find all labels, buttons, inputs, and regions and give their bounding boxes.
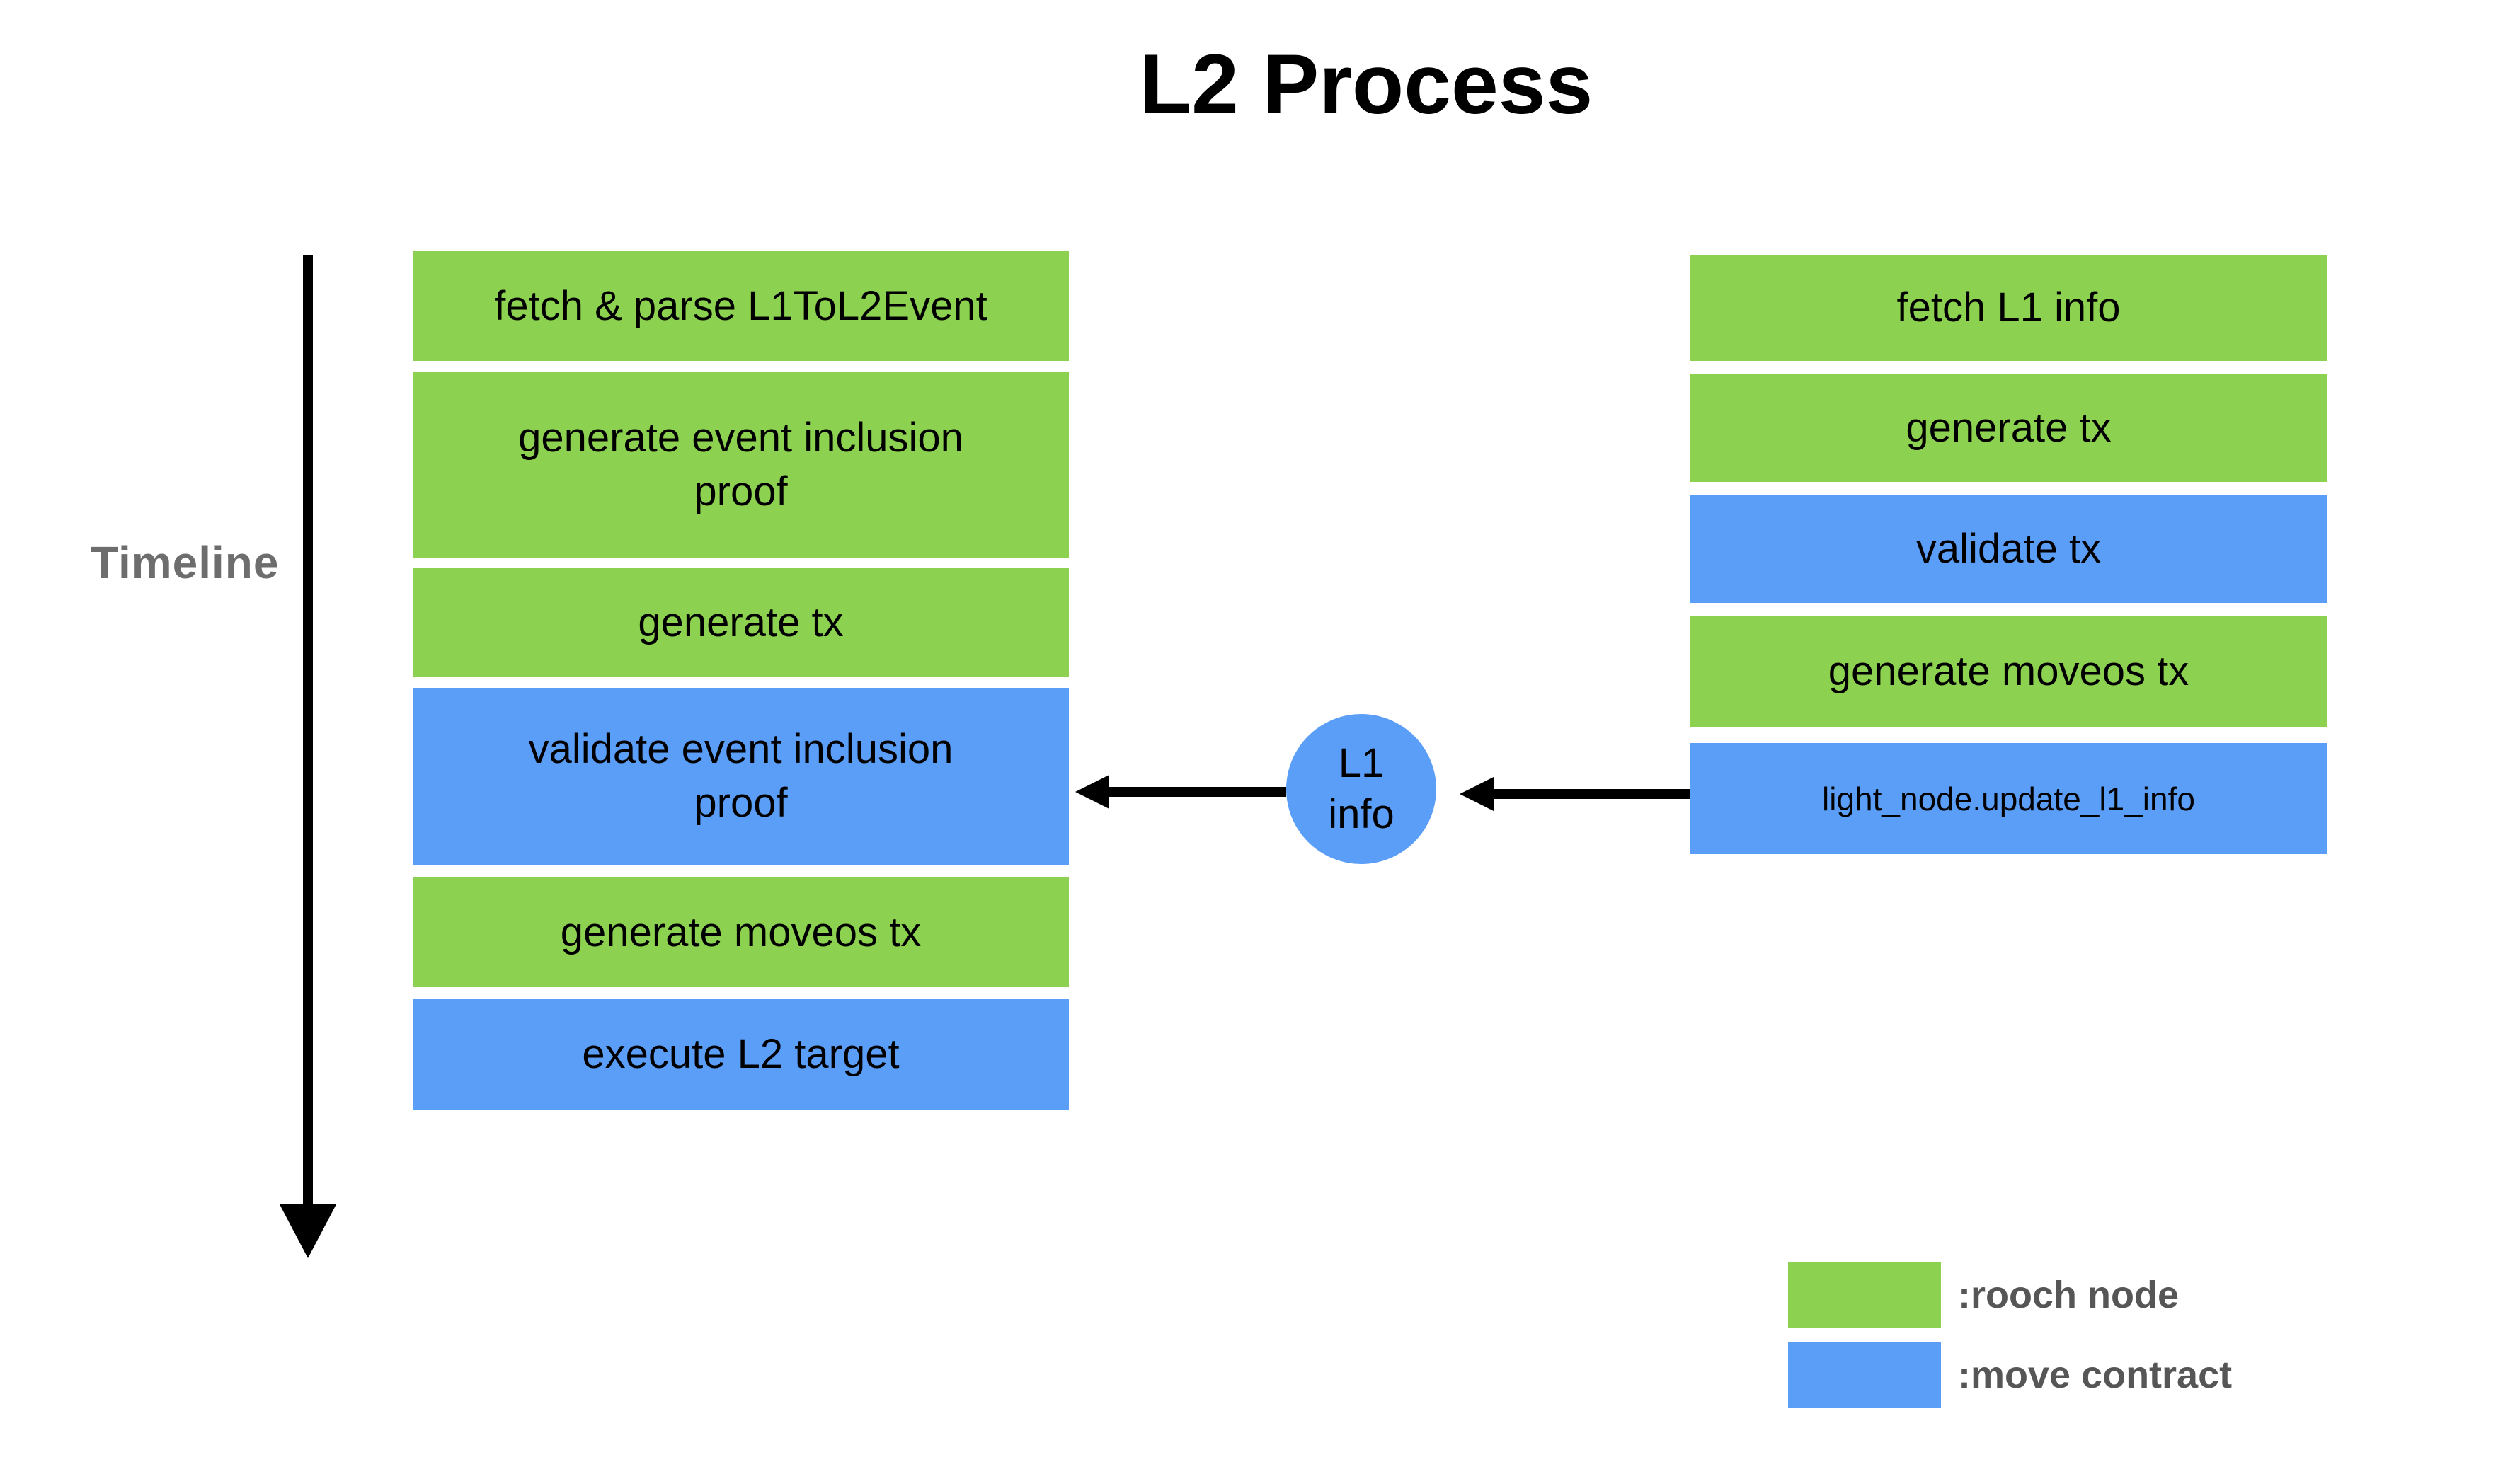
process-step-label: validate event inclusion proof bbox=[528, 726, 953, 826]
legend-item-rooch-node: :rooch node bbox=[1788, 1262, 2179, 1328]
process-step-fetch-l1-info: fetch L1 info bbox=[1690, 255, 2327, 361]
process-step-execute-l2-target: execute L2 target bbox=[413, 999, 1069, 1110]
legend-swatch-green bbox=[1788, 1262, 1941, 1328]
process-step-label: generate tx bbox=[638, 599, 844, 645]
timeline-down-arrowhead-icon bbox=[280, 1204, 336, 1258]
process-step-label: light_node.update_l1_info bbox=[1822, 780, 2195, 817]
process-step-label: fetch & parse L1ToL2Event bbox=[494, 282, 987, 329]
process-step-generate-moveos-tx-left: generate moveos tx bbox=[413, 877, 1069, 987]
process-step-label: validate tx bbox=[1915, 525, 2102, 572]
process-step-label: generate tx bbox=[1906, 404, 2112, 451]
left-flow-arrowhead-icon bbox=[1075, 775, 1109, 809]
process-step-generate-moveos-tx-right: generate moveos tx bbox=[1690, 616, 2327, 727]
process-step-label: generate moveos tx bbox=[560, 909, 922, 955]
right-flow-arrowhead-icon bbox=[1460, 777, 1494, 811]
legend-label: :rooch node bbox=[1958, 1273, 2179, 1316]
process-step-fetch-parse-l1tol2event: fetch & parse L1ToL2Event bbox=[413, 251, 1069, 361]
process-step-generate-event-inclusion-proof: generate event inclusion proof bbox=[413, 372, 1069, 558]
l1-info-circle-node: L1 info bbox=[1286, 714, 1436, 864]
left-flow-arrow-icon bbox=[1108, 787, 1286, 797]
process-step-generate-tx-right: generate tx bbox=[1690, 374, 2327, 482]
process-step-label: generate event inclusion proof bbox=[518, 414, 963, 514]
process-step-label: execute L2 target bbox=[582, 1031, 900, 1077]
process-step-validate-tx: validate tx bbox=[1690, 495, 2327, 603]
legend-label: :move contract bbox=[1958, 1353, 2233, 1396]
right-flow-arrow-icon bbox=[1492, 789, 1690, 799]
l1-info-circle-label-line2: info bbox=[1328, 791, 1394, 837]
l1-info-circle-label-line1: L1 bbox=[1338, 740, 1385, 786]
legend-swatch-blue bbox=[1788, 1342, 1941, 1408]
timeline-down-arrow-icon bbox=[303, 255, 313, 1207]
process-step-light-node-update-l1-info: light_node.update_l1_info bbox=[1690, 743, 2327, 854]
process-step-label: generate moveos tx bbox=[1828, 647, 2189, 694]
timeline-label: Timeline bbox=[91, 537, 280, 588]
legend-item-move-contract: :move contract bbox=[1788, 1342, 2232, 1408]
process-step-label: fetch L1 info bbox=[1896, 284, 2121, 330]
page-title: L2 Process bbox=[1139, 37, 1593, 132]
process-step-validate-event-inclusion-proof: validate event inclusion proof bbox=[413, 688, 1069, 865]
process-step-generate-tx-left: generate tx bbox=[413, 568, 1069, 677]
